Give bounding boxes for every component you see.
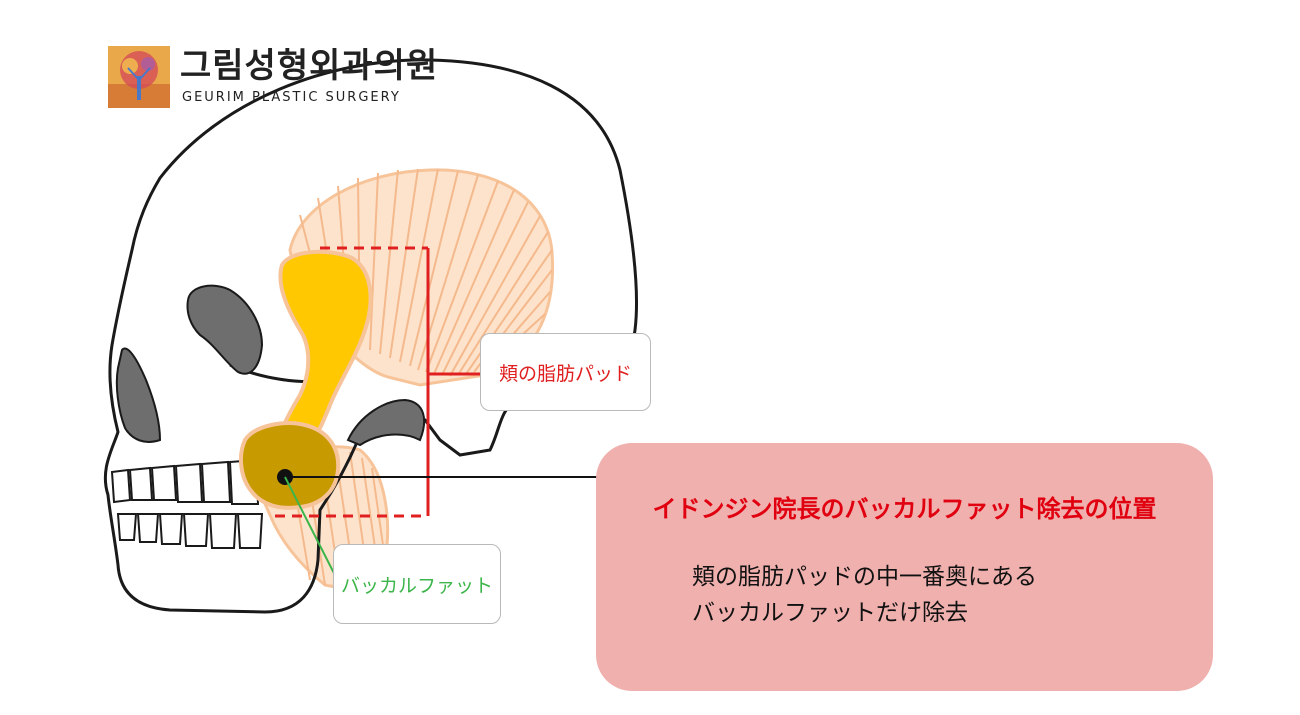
eye-socket: [186, 284, 264, 375]
buccal-fat-label-text: バッカルファット: [340, 574, 493, 597]
skull-outline: [103, 58, 638, 614]
tree-painting-logo-icon: [108, 46, 170, 108]
cheek-fat-bracket: [275, 246, 480, 518]
clinic-name-korean: 그림성형외과의원: [180, 46, 439, 86]
clinic-name-english: GEURIM PLASTIC SURGERY: [182, 90, 401, 105]
callout-line-2: バッカルファットだけ除去: [692, 600, 968, 626]
cheek-fat-pad-label: 頬の脂肪パッド: [480, 333, 651, 411]
teeth: [110, 458, 264, 549]
callout-box: イドンジン院長のバッカルファット除去の位置 頬の脂肪パッドの中一番奥にある バッ…: [596, 443, 1213, 691]
buccal-fat-pad: [238, 421, 341, 510]
clinic-logo: 그림성형외과의원 GEURIM PLASTIC SURGERY: [108, 46, 437, 108]
callout-title: イドンジン院長のバッカルファット除去の位置: [652, 495, 1157, 523]
buccal-pointer-line: [284, 476, 341, 586]
cheek-fat-pad-label-text: 頬の脂肪パッド: [498, 362, 632, 385]
callout-line-1: 頬の脂肪パッドの中一番奥にある: [692, 564, 1037, 590]
nasal-cavity: [115, 347, 162, 443]
buccal-fat-label: バッカルファット: [333, 544, 501, 624]
